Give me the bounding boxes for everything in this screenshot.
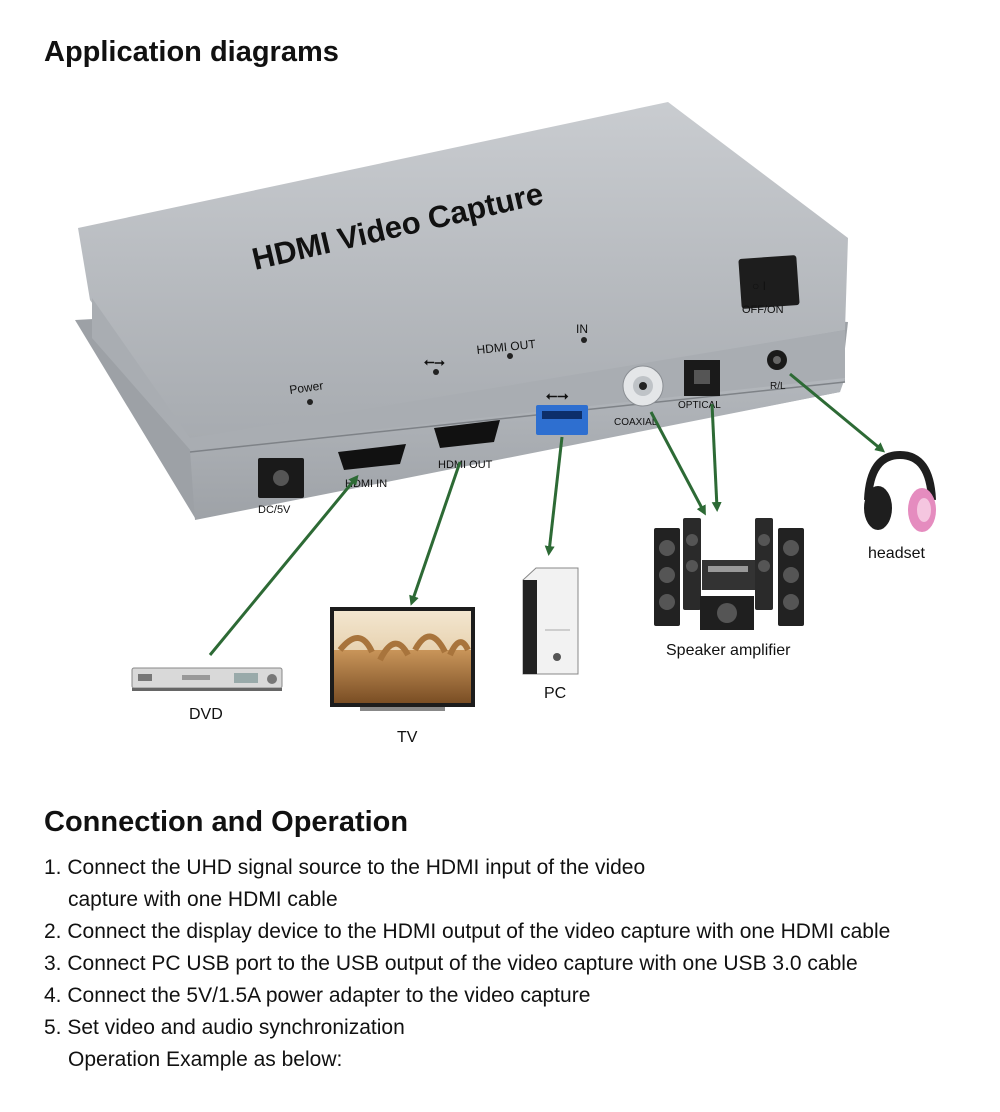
operation-example: Operation Example as below: (68, 1048, 343, 1071)
tv (330, 607, 475, 711)
usb-front-icon: ⭠⭢ (546, 387, 569, 403)
connection-title: Connection and Operation (44, 806, 409, 838)
pc-label: PC (544, 685, 566, 702)
diagram-title: Application diagrams (44, 36, 339, 68)
rl-label: R/L (770, 381, 786, 392)
dc-port-label: DC/5V (258, 504, 291, 516)
power-switch[interactable] (738, 255, 800, 309)
in-led-label: IN (576, 322, 588, 336)
step-4: 4. Connect the 5V/1.5A power adapter to … (44, 984, 591, 1007)
hdmi-out-led (507, 353, 513, 359)
pc-tower (522, 567, 579, 675)
power-led-label: Power (288, 378, 324, 397)
hdmi-out-port (434, 420, 500, 448)
arrow-hdmi-out-to-tv (409, 461, 462, 606)
power-led (307, 399, 313, 405)
hdmi-in-port (338, 444, 406, 470)
step-3: 3. Connect PC USB port to the USB output… (44, 952, 858, 975)
headset-icon (864, 450, 936, 532)
arrow-usb-to-pc (544, 436, 564, 556)
arrow-rl-to-headset (789, 372, 886, 453)
dvd-label: DVD (189, 706, 223, 723)
connection-steps: 1. Connect the UHD signal source to the … (44, 852, 994, 1076)
connection-arrows (208, 372, 886, 656)
speaker-label: Speaker amplifier (666, 642, 791, 659)
step-2: 2. Connect the display device to the HDM… (44, 920, 891, 943)
hdmi-out-led-label: HDMI OUT (476, 337, 537, 357)
arrow-coaxial-to-speaker (649, 411, 706, 516)
hdmi-out-label: HDMI OUT (438, 459, 493, 471)
switch-label: OFF/ON (742, 304, 784, 316)
speaker-amplifier-system (654, 518, 804, 630)
coaxial-label: COAXIAL (614, 417, 658, 428)
step-1-continued: capture with one HDMI cable (68, 888, 338, 911)
in-led (581, 337, 587, 343)
usb-led (433, 369, 439, 375)
dvd-player (131, 667, 283, 691)
arrow-optical-to-speaker (710, 403, 722, 512)
step-1: 1. Connect the UHD signal source to the … (44, 856, 646, 879)
step-5: 5. Set video and audio synchronization (44, 1016, 405, 1039)
switch-marks: ○ I (752, 279, 766, 293)
tv-label: TV (397, 729, 418, 746)
headset-label: headset (868, 545, 925, 562)
usb3-port (536, 405, 588, 435)
arrow-dvd-to-hdmi-in (208, 474, 359, 656)
application-diagram: HDMI Video Capture ○ I OFF/ON Power ⭠⭢ H… (75, 102, 936, 746)
usb-top-icon: ⭠⭢ (424, 354, 445, 369)
optical-label: OPTICAL (678, 400, 721, 411)
device-lid (78, 102, 848, 440)
video-capture-device: HDMI Video Capture ○ I OFF/ON Power ⭠⭢ H… (75, 102, 848, 520)
